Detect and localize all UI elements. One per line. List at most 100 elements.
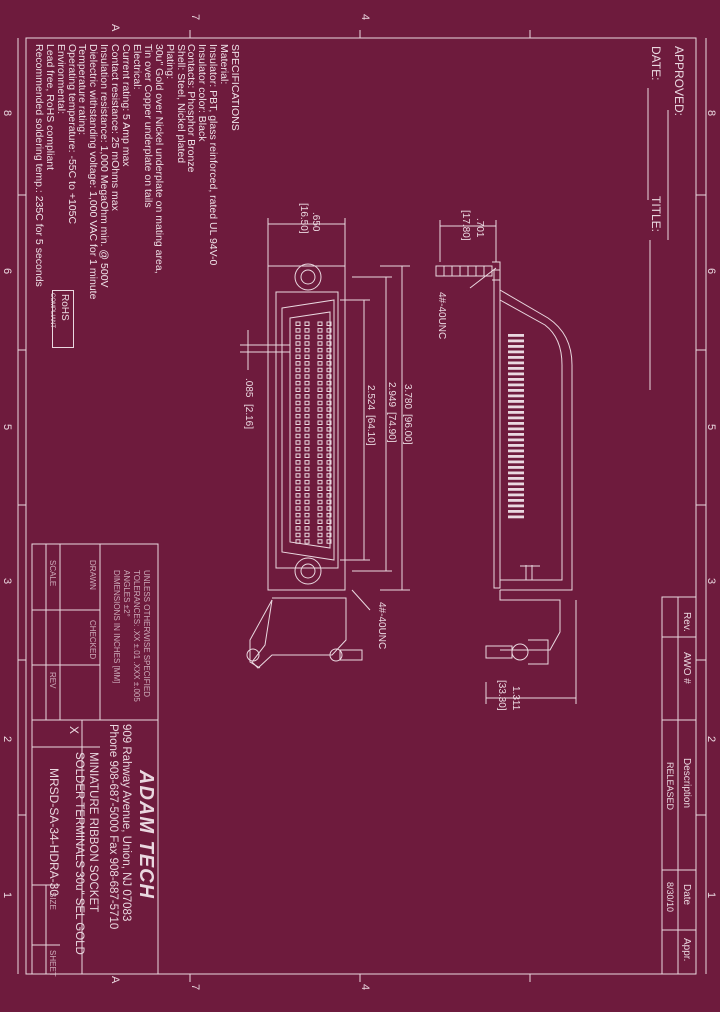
drawing-title-line1: MINIATURE RIBBON SOCKET	[87, 752, 99, 913]
contact-pad	[305, 461, 309, 465]
contact-pad	[296, 513, 300, 517]
contact-pad	[296, 375, 300, 379]
dim-side-depth: 1.311	[510, 686, 521, 711]
contact-pad	[327, 540, 331, 544]
title-block	[32, 544, 158, 974]
dim-screw: 4#-40UNC	[376, 602, 387, 650]
contact-pad	[305, 342, 309, 346]
zone-number: 4	[359, 14, 371, 21]
revision-block	[662, 597, 696, 974]
dim-body-mm: [64.10]	[365, 415, 376, 446]
zone-letter-top: A	[109, 24, 121, 32]
solder-tail	[508, 427, 524, 431]
contact-pad	[327, 395, 331, 399]
x-mark: X	[67, 726, 81, 735]
rohs-compliant-label: COMPLIANT	[49, 293, 55, 329]
solder-tail	[508, 515, 524, 519]
specification-line: Contacts: Phosphor Bronze	[185, 44, 198, 173]
contact-pad	[305, 375, 309, 379]
contact-pad	[318, 322, 322, 326]
contact-pad	[296, 487, 300, 491]
contact-pad	[305, 513, 309, 517]
contact-pad	[327, 520, 331, 524]
contact-pad	[318, 355, 322, 359]
solder-tail	[508, 493, 524, 497]
contact-pad	[296, 388, 300, 392]
specification-line: Lead free, RoHS compliant	[43, 44, 56, 171]
zone-letter-bottom: A	[109, 976, 121, 984]
zone-number: 7	[189, 984, 201, 991]
contact-pad	[305, 381, 309, 385]
dim-overall: 3.780	[402, 384, 413, 410]
side-view	[436, 220, 576, 704]
solder-tail	[508, 383, 524, 387]
contact-pad	[296, 434, 300, 438]
rev-header: Rev.	[681, 612, 692, 632]
date-label: DATE:	[649, 46, 663, 81]
contact-pad	[296, 408, 300, 412]
solder-tail	[508, 460, 524, 464]
dim-side-height: .701	[474, 218, 485, 238]
contact-pad	[305, 388, 309, 392]
contact-pad	[327, 474, 331, 478]
contact-pad	[327, 329, 331, 333]
contact-pad	[305, 474, 309, 478]
contact-pad	[327, 441, 331, 445]
solder-tail	[508, 488, 524, 491]
contact-pad	[327, 447, 331, 451]
contact-pad	[327, 388, 331, 392]
dim-overall-mm: [96.00]	[402, 414, 413, 445]
front-view	[240, 218, 410, 668]
contact-pad	[327, 461, 331, 465]
contact-pad	[305, 527, 309, 531]
zone-number: 4	[359, 984, 371, 991]
contact-pad	[296, 421, 300, 425]
zone-number: 3	[1, 578, 13, 585]
specification-line: Temperature rating:	[76, 44, 89, 136]
contact-pad	[296, 507, 300, 511]
contact-pad	[305, 441, 309, 445]
company-phone: Phone 908-687-5000 Fax 908-687-5710	[107, 724, 119, 930]
contact-pad	[318, 447, 322, 451]
contact-pad	[296, 441, 300, 445]
part-number: MRSD-SA-34-HDRA-30	[47, 768, 61, 897]
contact-pad	[318, 480, 322, 484]
solder-tail	[508, 455, 524, 458]
specification-line: Operating temperature: -55C to +105C	[65, 44, 78, 225]
contact-pad	[305, 348, 309, 352]
solder-tail	[508, 422, 524, 425]
solder-tail	[508, 482, 524, 486]
contact-pad	[296, 414, 300, 418]
contact-pad	[318, 414, 322, 418]
dim-pitch-mm: [2.16]	[243, 404, 254, 430]
specification-line: Electrical:	[130, 44, 143, 90]
contact-pad	[296, 348, 300, 352]
appr-header: Appr.	[681, 938, 692, 962]
contact-pad	[318, 342, 322, 346]
dim-front-width-mm: [16.50]	[298, 203, 309, 234]
solder-tail	[508, 400, 524, 403]
zone-number: 1	[705, 892, 717, 899]
approved-label: APPROVED:	[672, 46, 686, 117]
dim-front-width: .650	[310, 212, 321, 232]
specification-line: Insulator: PBT, glass reinforced, rated …	[207, 44, 220, 266]
contact-pad	[327, 355, 331, 359]
specification-line: Contact resistance: 25 mOhms max	[109, 44, 122, 211]
dim-side-height-mm: [17.80]	[460, 210, 471, 241]
contact-pad	[318, 381, 322, 385]
solder-tail	[508, 433, 524, 436]
contact-pad	[296, 461, 300, 465]
contact-pad	[296, 322, 300, 326]
contact-pad	[305, 329, 309, 333]
side-body	[500, 290, 572, 590]
contact-pad	[318, 401, 322, 405]
solder-tail	[508, 405, 524, 409]
contact-pad	[305, 335, 309, 339]
rohs-badge	[52, 290, 74, 348]
solder-tail	[508, 477, 524, 480]
contact-pad	[296, 480, 300, 484]
contact-pad	[296, 520, 300, 524]
solder-tail	[508, 334, 524, 337]
contact-pad	[296, 395, 300, 399]
